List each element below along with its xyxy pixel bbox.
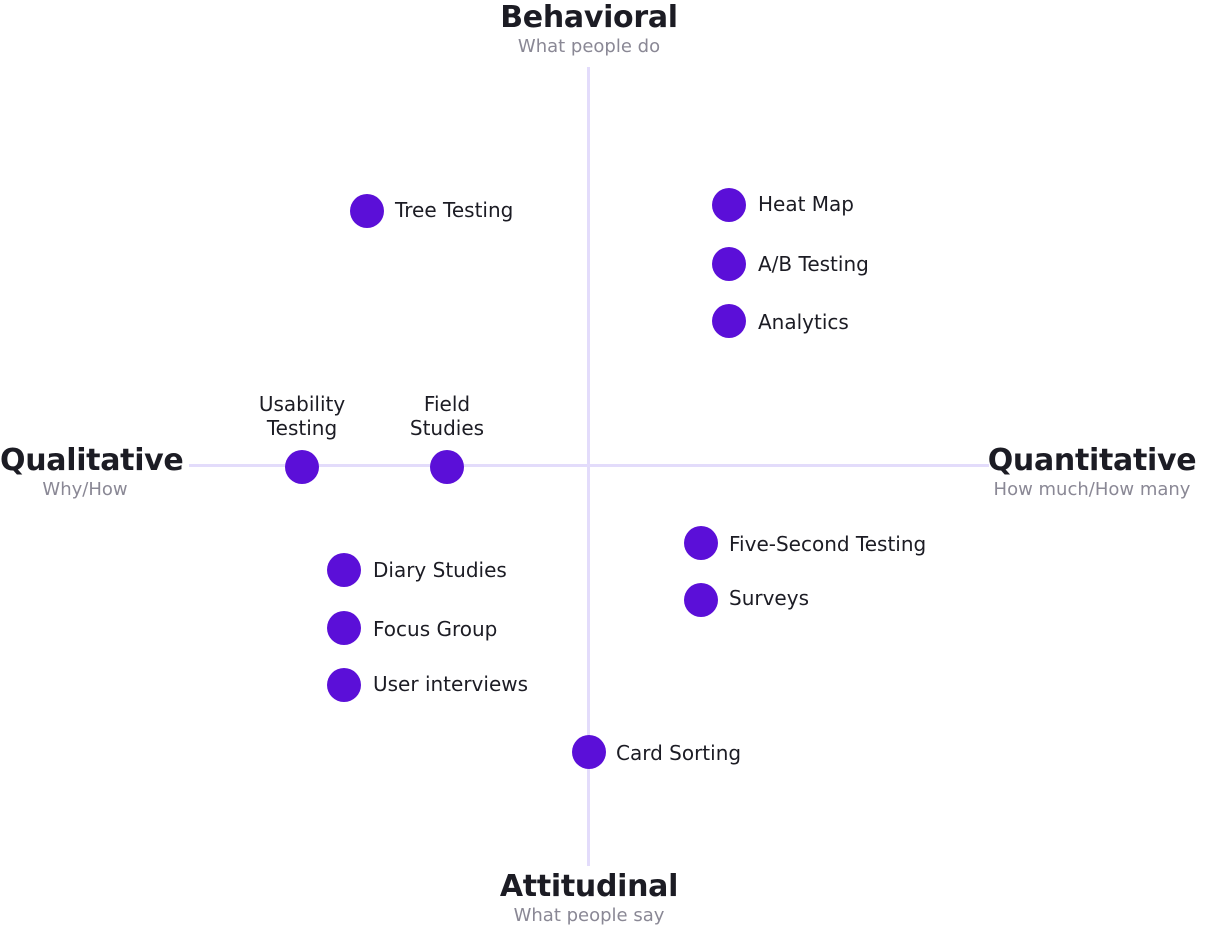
method-label-usability-testing: Usability Testing xyxy=(259,392,345,440)
quantitative-title: Quantitative xyxy=(987,443,1197,478)
method-dot-surveys xyxy=(684,583,718,617)
method-dot-diary-studies xyxy=(327,553,361,587)
behavioral-title: Behavioral xyxy=(500,0,678,35)
attitudinal-title: Attitudinal xyxy=(499,869,679,904)
method-label-heat-map: Heat Map xyxy=(758,192,855,216)
quantitative-subtitle: How much/How many xyxy=(993,479,1191,500)
method-dot-focus-group xyxy=(327,611,361,645)
method-dot-five-second-testing xyxy=(684,526,718,560)
method-label-focus-group: Focus Group xyxy=(373,617,498,641)
method-label-diary-studies: Diary Studies xyxy=(373,558,507,582)
horizontal-axis xyxy=(189,464,989,467)
method-dot-user-interviews xyxy=(327,668,361,702)
method-dot-usability-testing xyxy=(285,450,319,484)
axis-bottom-label: Attitudinal What people say xyxy=(469,869,709,927)
method-dot-heat-map xyxy=(712,188,746,222)
attitudinal-subtitle: What people say xyxy=(513,905,665,926)
method-label-surveys: Surveys xyxy=(729,586,809,610)
axis-right-label: Quantitative How much/How many xyxy=(977,443,1207,501)
qualitative-subtitle: Why/How xyxy=(42,479,128,500)
field-line-2: Studies xyxy=(409,416,485,440)
axis-left-label: Qualitative Why/How xyxy=(0,443,184,501)
usability-line-1: Usability xyxy=(258,392,346,416)
method-dot-ab-testing xyxy=(712,247,746,281)
qualitative-title: Qualitative xyxy=(0,443,184,478)
method-label-analytics: Analytics xyxy=(758,310,849,334)
method-label-card-sorting: Card Sorting xyxy=(616,741,742,765)
method-dot-analytics xyxy=(712,304,746,338)
axis-top-label: Behavioral What people do xyxy=(489,0,689,58)
method-label-five-second-testing: Five-Second Testing xyxy=(729,532,927,556)
behavioral-subtitle: What people do xyxy=(517,36,661,57)
field-line-1: Field xyxy=(423,392,471,416)
method-label-user-interviews: User interviews xyxy=(373,672,529,696)
method-dot-field-studies xyxy=(430,450,464,484)
method-dot-tree-testing xyxy=(350,194,384,228)
usability-line-2: Testing xyxy=(266,416,338,440)
method-label-field-studies: Field Studies xyxy=(410,392,484,440)
method-label-ab-testing: A/B Testing xyxy=(758,252,869,276)
method-label-tree-testing: Tree Testing xyxy=(395,198,514,222)
method-dot-card-sorting xyxy=(572,735,606,769)
